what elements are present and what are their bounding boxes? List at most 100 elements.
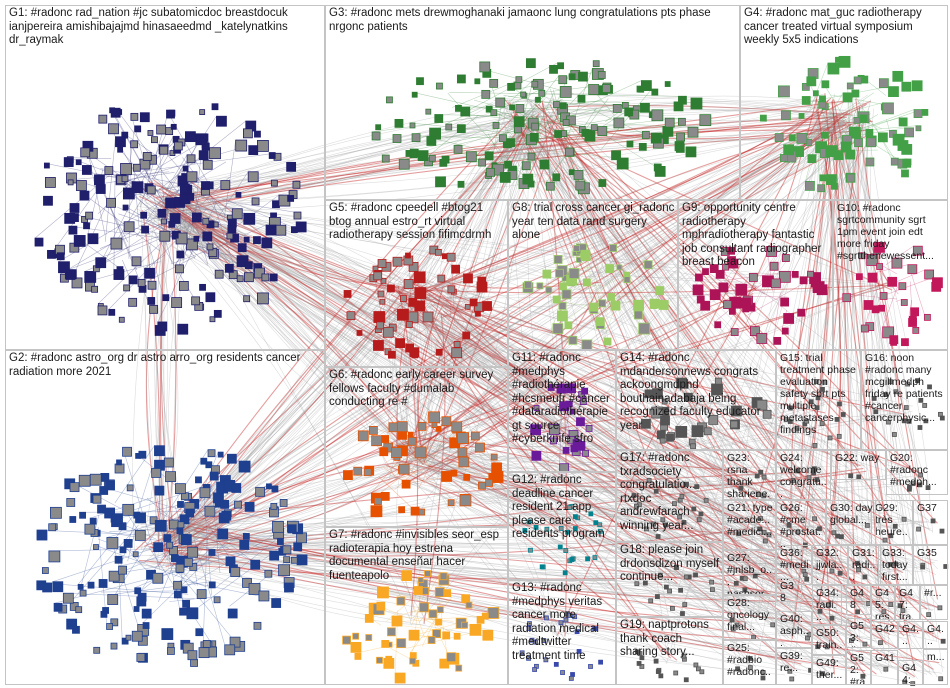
vertex-node <box>911 80 923 92</box>
vertex-node <box>425 108 432 115</box>
vertex-node <box>552 323 564 334</box>
vertex-node <box>652 388 663 400</box>
vertex-node <box>408 629 420 641</box>
intra-group-edge <box>601 88 653 150</box>
intra-group-edge <box>100 168 181 185</box>
vertex-node <box>224 644 236 656</box>
vertex-node <box>403 279 414 289</box>
vertex-node <box>162 294 170 302</box>
group-g11-box: G11: #radonc #medphys #radiothérapie #hc… <box>508 350 616 472</box>
inter-group-edge <box>139 185 158 539</box>
inter-group-edge <box>167 211 425 320</box>
intra-group-edge <box>179 579 272 599</box>
vertex-node <box>762 409 772 419</box>
inter-group-edge <box>424 122 536 314</box>
vertex-node <box>558 526 564 531</box>
vertex-node <box>533 525 539 530</box>
inter-group-edge <box>431 319 755 584</box>
inter-group-edge <box>418 319 906 416</box>
inter-group-edge <box>173 196 895 524</box>
vertex-node <box>888 86 899 98</box>
inter-group-edge <box>529 99 749 616</box>
vertex-node <box>417 150 429 162</box>
vertex-node <box>856 567 861 573</box>
vertex-node <box>414 287 427 299</box>
vertex-node <box>901 81 912 92</box>
vertex-node <box>451 421 463 433</box>
intra-group-edge <box>90 497 154 519</box>
group-g1-box: G1: #radonc rad_nation #jc subatomicdoc … <box>5 5 325 350</box>
inter-group-edge <box>526 93 826 117</box>
vertex-node <box>789 676 795 682</box>
vertex-node <box>898 282 907 291</box>
vertex-node <box>396 421 408 433</box>
vertex-node <box>910 307 920 317</box>
inter-group-edge <box>136 184 819 603</box>
group-g17-label: G17: #radonc txradsociety congratulatio.… <box>620 452 696 532</box>
vertex-node <box>563 617 569 623</box>
vertex-node <box>760 670 766 675</box>
vertex-node <box>907 264 918 275</box>
vertex-node <box>43 162 50 169</box>
vertex-node <box>58 261 70 274</box>
intra-group-edge <box>559 414 562 464</box>
vertex-node <box>441 471 453 482</box>
vertex-node <box>106 197 116 208</box>
vertex-node <box>861 324 869 333</box>
vertex-node <box>788 405 793 411</box>
inter-group-edge <box>391 444 929 634</box>
vertex-node <box>409 150 418 159</box>
vertex-node <box>916 526 922 532</box>
vertex-node <box>397 308 409 321</box>
inter-group-edge <box>847 93 887 663</box>
vertex-node <box>92 494 102 504</box>
vertex-node <box>441 416 452 427</box>
vertex-node <box>475 442 485 453</box>
inter-group-edge <box>156 113 531 190</box>
inter-group-edge <box>408 464 792 635</box>
vertex-node <box>590 124 598 132</box>
inter-group-edge <box>391 458 663 586</box>
vertex-node <box>856 474 862 480</box>
vertex-node <box>882 537 888 543</box>
vertex-node <box>48 523 57 532</box>
vertex-node <box>186 171 198 183</box>
group-g21-label: G21: type #acade... #medici... <box>727 502 773 538</box>
vertex-node <box>572 514 578 520</box>
vertex-node <box>48 550 61 563</box>
vertex-node <box>675 144 685 153</box>
vertex-node <box>481 89 491 99</box>
inter-group-edge <box>552 116 600 287</box>
inter-group-edge <box>417 460 911 676</box>
vertex-node <box>653 658 659 664</box>
vertex-node <box>173 590 182 599</box>
vertex-node <box>742 587 748 593</box>
vertex-node <box>539 159 550 170</box>
intra-group-edge <box>882 286 898 327</box>
group-g42-box: G42 <box>871 621 898 649</box>
inter-group-edge <box>175 535 888 669</box>
vertex-node <box>208 581 216 589</box>
vertex-node <box>185 238 198 251</box>
vertex-node <box>924 313 931 321</box>
vertex-node <box>538 89 546 97</box>
group-g31-box: G31: radi... #on... <box>848 545 881 585</box>
vertex-node <box>851 89 860 98</box>
vertex-node <box>940 638 946 644</box>
vertex-node <box>370 505 383 518</box>
vertex-node <box>661 398 668 405</box>
inter-group-edge <box>504 98 900 600</box>
vertex-node <box>376 656 383 664</box>
vertex-node <box>44 177 56 188</box>
vertex-node <box>178 280 189 291</box>
inter-group-edge <box>539 141 797 640</box>
inter-group-edge <box>171 124 535 566</box>
inter-group-edge <box>510 114 925 568</box>
vertex-node <box>829 568 835 574</box>
vertex-node <box>553 255 563 264</box>
vertex-node <box>179 607 187 616</box>
intra-group-edge <box>460 113 652 134</box>
vertex-node <box>611 150 621 161</box>
inter-group-edge <box>558 107 893 668</box>
inter-group-edge <box>177 211 567 538</box>
